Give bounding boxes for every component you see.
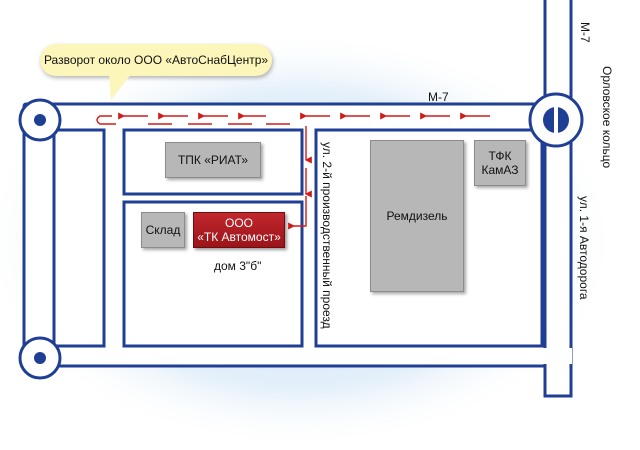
building-remdizel: Ремдизель <box>370 140 464 292</box>
tfk-line2: КамАЗ <box>481 163 519 177</box>
building-tpk-riat: ТПК «РИАТ» <box>165 142 261 178</box>
road-label-m7-right: М-7 <box>578 22 592 43</box>
building-tpk-riat-label: ТПК «РИАТ» <box>177 153 249 167</box>
target-line2: «ТК Автомост» <box>197 230 281 244</box>
road-label-proezd: ул. 2-й производственный проезд <box>320 142 334 329</box>
road-label-avtodoroga: ул. 1-я Автодорога <box>577 196 591 300</box>
road-label-ring: Орловское кольцо <box>600 66 614 169</box>
roundabout-bottom-left <box>18 336 62 380</box>
building-sklad-label: Склад <box>145 223 181 237</box>
block-left <box>52 128 106 348</box>
building-sklad: Склад <box>141 212 185 248</box>
roundabout-top-left <box>18 98 62 142</box>
road-right-vertical <box>543 0 573 398</box>
target-line1: ООО <box>224 216 253 230</box>
roundabout-orlovskoe <box>528 92 584 148</box>
building-tfk-kamaz: ТФК КамАЗ <box>474 140 526 186</box>
block-riat <box>122 128 304 196</box>
target-address: дом 3"б" <box>214 259 262 273</box>
tfk-line1: ТФК <box>488 149 512 163</box>
road-label-m7-top: М-7 <box>428 90 449 104</box>
building-remdizel-label: Ремдизель <box>386 209 448 223</box>
u-turn-callout: Разворот около ООО «АвтоСнабЦентр» <box>40 44 272 76</box>
target-tk-avtomost: ООО «ТК Автомост» <box>193 212 285 248</box>
callout-text: Разворот около ООО «АвтоСнабЦентр» <box>43 53 269 67</box>
callout-pointer <box>109 74 131 100</box>
route <box>96 112 490 230</box>
